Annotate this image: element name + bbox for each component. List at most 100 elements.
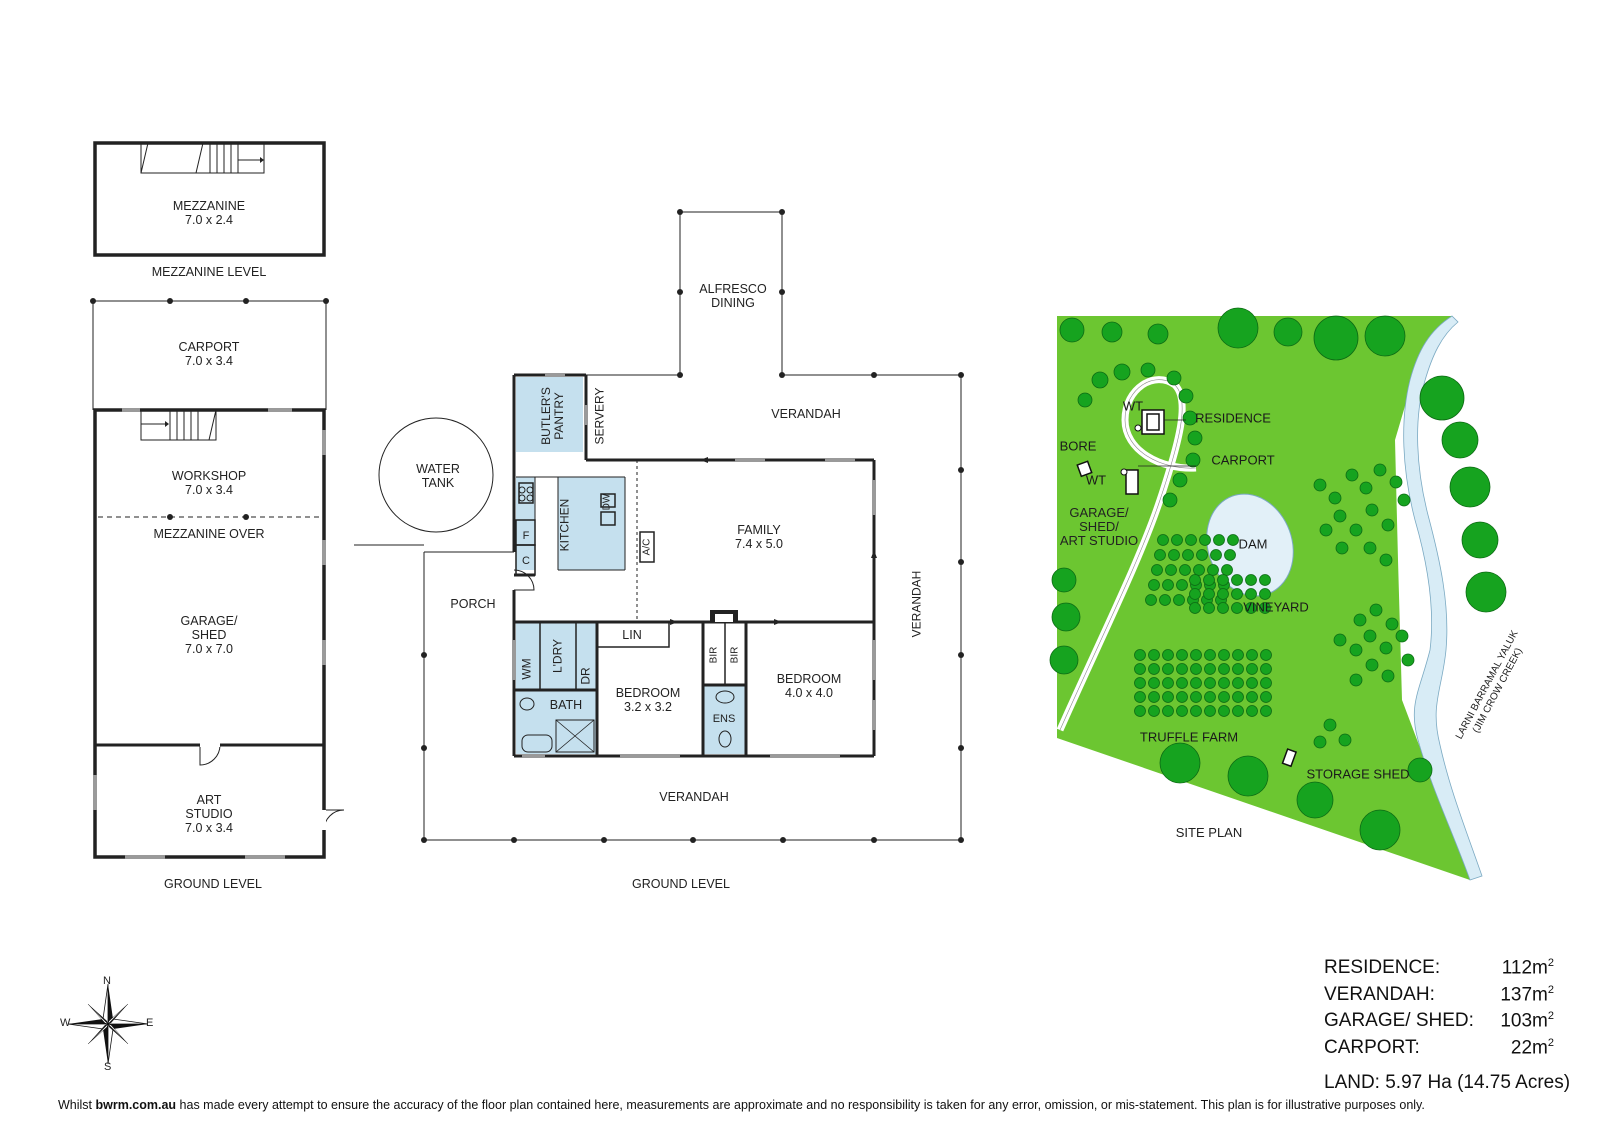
tree-icon (1190, 677, 1202, 689)
tree-icon (1204, 691, 1216, 703)
tree-icon (1182, 549, 1194, 561)
tree-icon (1217, 602, 1229, 614)
tree-icon (1335, 541, 1349, 555)
tree-icon (1176, 579, 1188, 591)
tree-icon (1196, 549, 1208, 561)
tree-icon (1333, 509, 1347, 523)
tree-icon (1134, 663, 1146, 675)
tree-icon (1193, 564, 1205, 576)
tree-icon (1389, 475, 1403, 489)
tree-icon (1189, 602, 1201, 614)
tree-icon (1296, 781, 1334, 819)
tree-icon (1148, 649, 1160, 661)
tree-icon (1373, 463, 1387, 477)
tree-icon (1245, 602, 1257, 614)
garage-building (90, 141, 345, 859)
area-row-residence: RESIDENCE:112m2 (1324, 957, 1554, 979)
site-truffle-farm-label: TRUFFLE FARM (1139, 729, 1239, 745)
tree-icon (1203, 602, 1215, 614)
tree-icon (1338, 733, 1352, 747)
house-ground-level-title: GROUND LEVEL (632, 877, 730, 891)
tree-icon (1091, 371, 1109, 389)
tree-icon (1171, 534, 1183, 546)
tree-icon (1218, 705, 1230, 717)
tree-icon (1224, 549, 1236, 561)
tree-icon (1227, 755, 1269, 797)
tree-icon (1168, 549, 1180, 561)
tree-icon (1365, 658, 1379, 672)
tree-icon (1221, 564, 1233, 576)
tree-icon (1204, 705, 1216, 717)
tree-icon (1147, 323, 1169, 345)
tree-icon (1231, 588, 1243, 600)
tree-icon (1185, 452, 1201, 468)
air-conditioner-label: A/C (641, 538, 653, 556)
tree-icon (1313, 315, 1359, 361)
site-bore-label: BORE (1059, 438, 1097, 454)
tree-icon (1182, 410, 1198, 426)
ensuite-label: ENS (712, 713, 736, 725)
tree-icon (1176, 677, 1188, 689)
tree-icon (1381, 669, 1395, 683)
tree-icon (1345, 468, 1359, 482)
tree-icon (1260, 677, 1272, 689)
mezzanine-level-title: MEZZANINE LEVEL (151, 265, 267, 279)
tree-icon (1313, 478, 1327, 492)
mezzanine-over-label: MEZZANINE OVER (153, 527, 265, 541)
tree-icon (1217, 307, 1259, 349)
tree-icon (1259, 574, 1271, 586)
tree-icon (1246, 677, 1258, 689)
tree-icon (1051, 567, 1077, 593)
tree-icon (1134, 677, 1146, 689)
tree-icon (1363, 541, 1377, 555)
tree-icon (1246, 663, 1258, 675)
tree-icon (1353, 613, 1367, 627)
tree-icon (1134, 649, 1146, 661)
site-storage-shed-label: STORAGE SHED (1306, 766, 1410, 782)
tree-icon (1259, 602, 1271, 614)
tree-icon (1051, 602, 1081, 632)
tree-icon (1395, 629, 1409, 643)
tree-icon (1166, 370, 1182, 386)
tree-icon (1260, 705, 1272, 717)
tree-icon (1162, 663, 1174, 675)
kitchen-label: KITCHEN (557, 498, 572, 552)
tree-icon (1162, 649, 1174, 661)
tree-icon (1385, 617, 1399, 631)
tree-icon (1148, 663, 1160, 675)
brand-link[interactable]: bwrm.com.au (95, 1098, 177, 1112)
tree-icon (1059, 317, 1085, 343)
tree-icon (1246, 649, 1258, 661)
tree-icon (1259, 588, 1271, 600)
tree-icon (1176, 705, 1188, 717)
tree-icon (1203, 588, 1215, 600)
tree-icon (1176, 649, 1188, 661)
tree-icon (1349, 523, 1363, 537)
built-in-robe-2-label: BIR (729, 646, 741, 664)
tree-icon (1232, 691, 1244, 703)
tree-icon (1218, 691, 1230, 703)
tree-icon (1260, 649, 1272, 661)
tree-icon (1323, 718, 1337, 732)
tree-icon (1077, 392, 1093, 408)
tree-icon (1218, 677, 1230, 689)
tree-icon (1319, 523, 1333, 537)
compass-west-label: W (60, 1017, 71, 1029)
tree-icon (1213, 534, 1225, 546)
tree-icon (1349, 673, 1363, 687)
tree-icon (1176, 691, 1188, 703)
linen-label: LIN (622, 628, 642, 642)
tree-icon (1159, 594, 1171, 606)
tree-icon (1363, 629, 1377, 643)
site-vineyard-label: VINEYARD (1243, 599, 1309, 615)
tree-icon (1190, 691, 1202, 703)
tree-icon (1113, 363, 1131, 381)
tree-icon (1157, 534, 1169, 546)
fridge-label: F (522, 530, 530, 542)
